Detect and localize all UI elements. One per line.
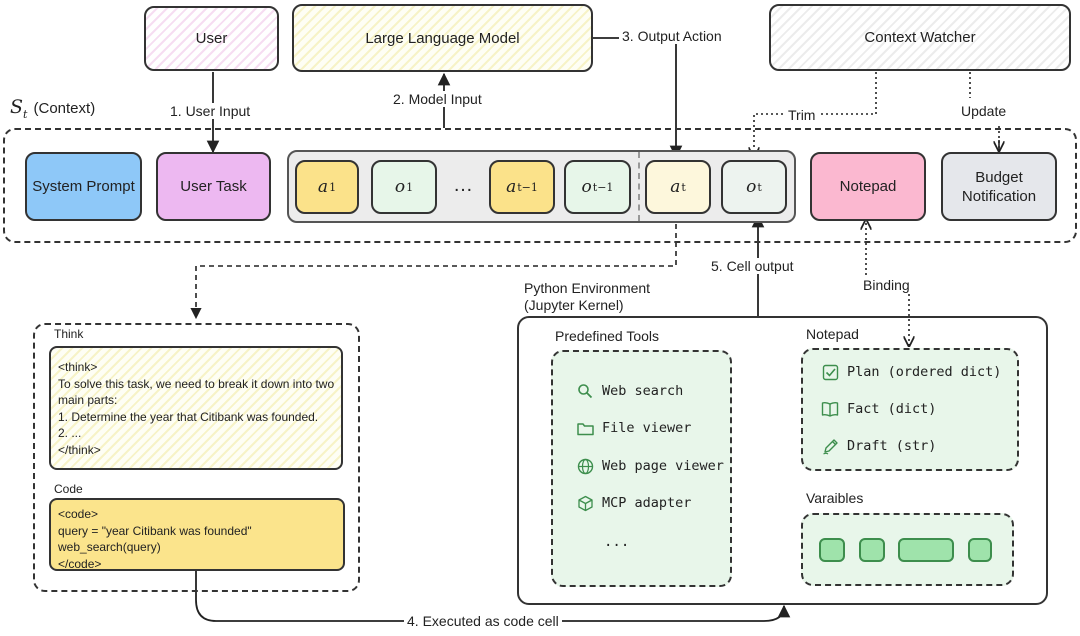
- trim-label: Trim: [785, 107, 819, 123]
- system-prompt-node: System Prompt: [25, 152, 142, 221]
- notepad-label: Notepad: [839, 178, 897, 195]
- context-symbol: St: [10, 96, 28, 121]
- think-text: <think> To solve this task, we need to b…: [58, 359, 334, 458]
- cube-icon: [576, 494, 594, 512]
- code-line: web_search(query): [58, 540, 161, 554]
- tools-more: ...: [604, 534, 630, 550]
- budget-notification-label: Budget Notification: [961, 168, 1037, 205]
- variable-slot: [898, 538, 954, 562]
- sequence-ellipsis: …: [453, 174, 473, 196]
- search-icon: [576, 382, 594, 400]
- user-input-label: 1. User Input: [167, 103, 254, 119]
- tool-label: File viewer: [602, 420, 692, 436]
- code-text: <code> query = "year Citibank was founde…: [58, 506, 252, 572]
- predefined-tools-title: Predefined Tools: [555, 328, 660, 344]
- tool-label: MCP adapter: [602, 495, 692, 511]
- notepad-item-label: Draft (str): [847, 438, 937, 454]
- context-text: (Context): [33, 100, 96, 117]
- notepad-title: Notepad: [806, 326, 859, 342]
- context-title: St (Context): [10, 96, 95, 121]
- think-line: 1. Determine the year that Citibank was …: [58, 409, 319, 424]
- binding-label: Binding: [860, 277, 913, 293]
- think-line: To solve this task, we need to break it …: [58, 376, 335, 391]
- notepad-node: Notepad: [810, 152, 926, 221]
- notepad-item-label: Plan (ordered dict): [847, 364, 1002, 380]
- tool-web-search: Web search: [576, 382, 683, 400]
- variable-slot: [859, 538, 885, 562]
- tool-file-viewer: File viewer: [576, 419, 691, 437]
- llm-node: Large Language Model: [292, 4, 593, 72]
- model-input-label: 2. Model Input: [390, 91, 485, 107]
- tool-mcp-adapter: MCP adapter: [576, 494, 691, 512]
- folder-icon: [576, 419, 594, 437]
- think-line: </think>: [58, 442, 101, 457]
- code-section-label: Code: [54, 482, 83, 496]
- context-watcher-label: Context Watcher: [864, 29, 976, 46]
- user-label: User: [195, 30, 228, 47]
- book-icon: [821, 400, 839, 418]
- llm-label: Large Language Model: [365, 29, 520, 47]
- update-label: Update: [958, 103, 1010, 119]
- think-box: [49, 346, 343, 470]
- think-line: <think>: [58, 360, 98, 374]
- code-line: </code>: [58, 556, 102, 571]
- tool-label: Web search: [602, 383, 684, 399]
- output-action-label: 3. Output Action: [619, 28, 725, 44]
- cell-output-label: 5. Cell output: [708, 258, 797, 274]
- code-line: query = "year Citibank was founded": [58, 523, 252, 538]
- variables-title: Varaibles: [806, 490, 864, 506]
- user-task-node: User Task: [156, 152, 271, 221]
- system-prompt-label: System Prompt: [32, 178, 135, 195]
- think-section-label: Think: [54, 327, 84, 341]
- think-line: main parts:: [58, 393, 118, 407]
- notepad-item-label: Fact (dict): [847, 401, 937, 417]
- variable-slot: [819, 538, 845, 562]
- notepad-fact: Fact (dict): [821, 400, 936, 418]
- tool-web-page-viewer: Web page viewer: [576, 457, 724, 475]
- code-line: <code>: [58, 507, 99, 521]
- executed-label: 4. Executed as code cell: [404, 613, 562, 629]
- globe-icon: [576, 457, 594, 475]
- variable-slot: [968, 538, 992, 562]
- python-env-title: Python Environment (Jupyter Kernel): [524, 280, 651, 313]
- notepad-draft: Draft (str): [821, 437, 936, 455]
- user-node: User: [144, 6, 279, 71]
- notepad-plan: Plan (ordered dict): [821, 363, 1001, 381]
- pen-icon: [821, 437, 839, 455]
- checkbox-icon: [821, 363, 839, 381]
- budget-notification-node: Budget Notification: [941, 152, 1057, 221]
- sequence-divider: [638, 152, 640, 221]
- user-task-label: User Task: [180, 178, 247, 195]
- predefined-tools-box: [551, 350, 732, 587]
- think-line: 2. ...: [58, 426, 82, 440]
- context-watcher-node: Context Watcher: [769, 4, 1071, 71]
- tool-label: Web page viewer: [602, 458, 724, 474]
